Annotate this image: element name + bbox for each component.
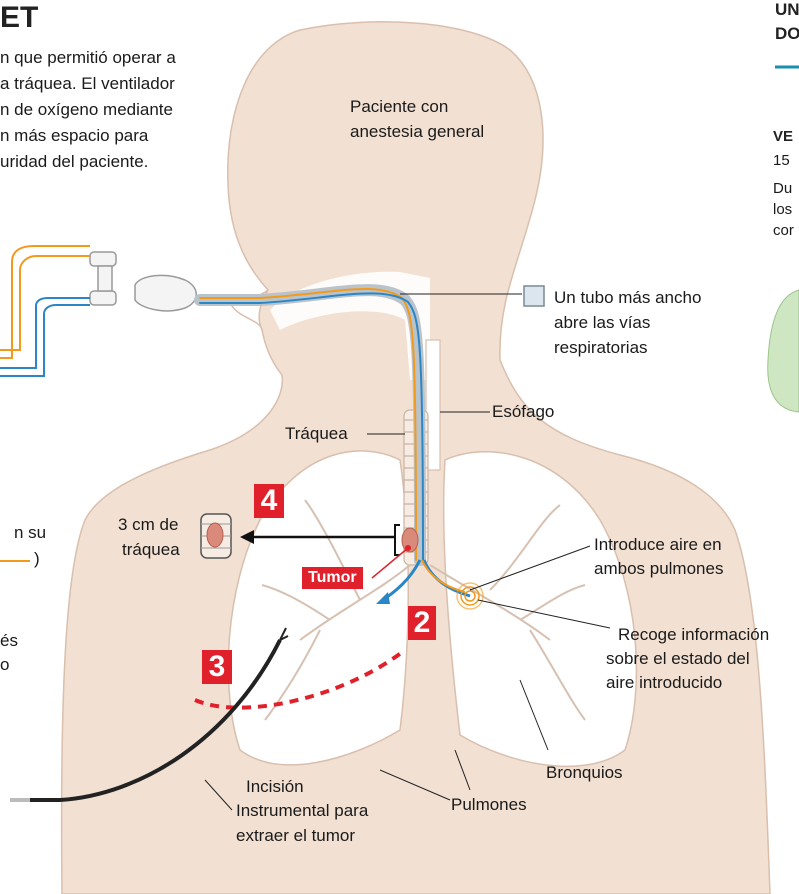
left-fragment-3: és <box>0 630 18 651</box>
label-incision: Incisión <box>246 776 304 797</box>
label-trachea-piece-1: 3 cm de <box>118 514 178 535</box>
panel-body-3: cor <box>773 222 794 240</box>
label-wide-tube-1: Un tubo más ancho <box>554 287 701 308</box>
panel-heading-line-1: UN <box>775 0 799 20</box>
panel-body-2: los <box>773 201 792 219</box>
left-fragment-line <box>0 560 30 562</box>
panel-lung-illustration <box>768 290 799 412</box>
left-fragment-4: o <box>0 654 9 675</box>
panel-heading-line-2: DO <box>775 24 799 44</box>
step-3-badge: 3 <box>202 650 232 684</box>
label-instrument-2: extraer el tumor <box>236 825 355 846</box>
label-lungs: Pulmones <box>451 794 527 815</box>
label-patient-2: anestesia general <box>350 121 484 142</box>
intro-line-5: uridad del paciente. <box>0 151 148 172</box>
panel-body-1: Du <box>773 180 792 198</box>
panel-subhead: VE <box>773 128 793 146</box>
label-wide-tube-2: abre las vías <box>554 312 650 333</box>
intro-line-2: a tráquea. El ventilador <box>0 73 175 94</box>
label-collects-info-1: Recoge información <box>618 624 769 645</box>
label-air-in-1: Introduce aire en <box>594 534 722 555</box>
panel-line-number: 15 <box>773 152 790 170</box>
step-4-badge: 4 <box>254 484 284 518</box>
page-title-fragment: ET <box>0 0 38 36</box>
trachea-piece-icon <box>201 514 231 558</box>
label-air-in-2: ambos pulmones <box>594 558 723 579</box>
intro-line-1: n que permitió operar a <box>0 47 176 68</box>
label-patient-1: Paciente con <box>350 96 448 117</box>
label-collects-info-2: sobre el estado del <box>606 648 750 669</box>
ventilator-tubes <box>0 246 90 376</box>
label-wide-tube-3: respiratorias <box>554 337 648 358</box>
left-fragment-2: ) <box>34 548 40 569</box>
label-collects-info-3: aire introducido <box>606 672 722 693</box>
label-trachea-piece-2: tráquea <box>122 539 180 560</box>
intro-line-3: n de oxígeno mediante <box>0 99 173 120</box>
ventilator-connector <box>90 252 196 311</box>
label-esophagus: Esófago <box>492 401 554 422</box>
step-2-badge: 2 <box>408 606 436 640</box>
label-bronchi: Bronquios <box>546 762 623 783</box>
label-instrument-1: Instrumental para <box>236 800 368 821</box>
label-trachea: Tráquea <box>285 423 348 444</box>
tumor-label: Tumor <box>302 567 363 589</box>
intro-line-4: n más espacio para <box>0 125 148 146</box>
left-fragment-1: n su <box>14 522 46 543</box>
wide-tube-legend-box <box>524 286 544 306</box>
